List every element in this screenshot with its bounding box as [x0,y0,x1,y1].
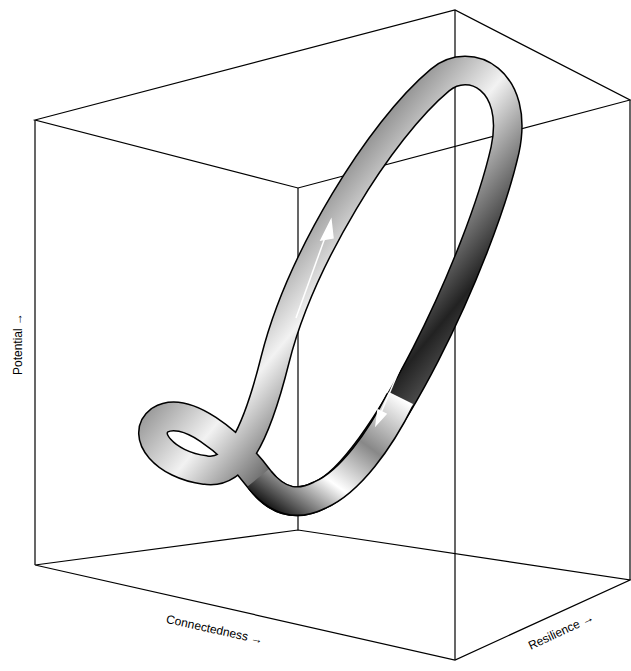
axis-label: Resilience → [526,610,596,653]
box-frame [35,10,630,660]
ribbon [153,71,508,502]
axis-label: Connectedness → [165,612,264,647]
flow-arrows [296,220,407,425]
axis-label: Potential → [11,313,25,375]
